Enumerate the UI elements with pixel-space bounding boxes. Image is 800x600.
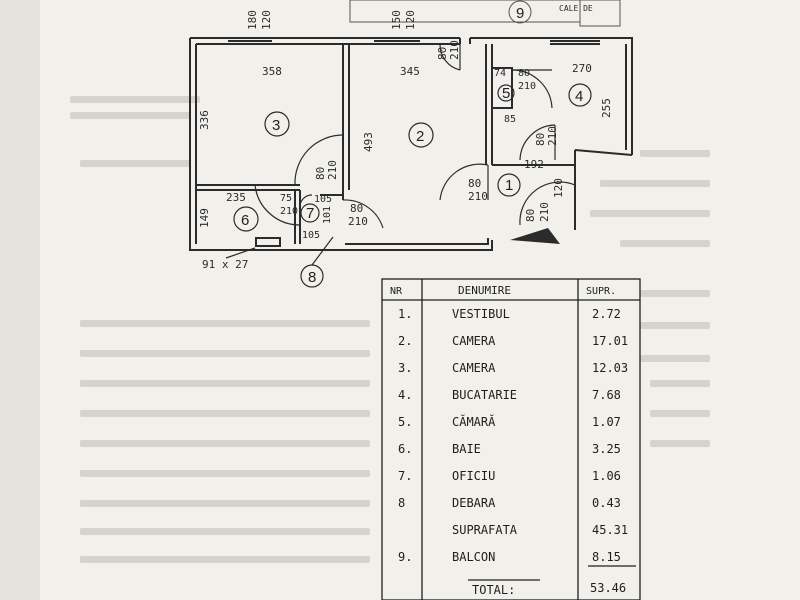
room-name: DEBARA (452, 496, 496, 510)
room-name: OFICIU (452, 469, 495, 483)
row-number: 5. (398, 415, 412, 429)
room-3-number: 3 (272, 117, 280, 134)
room-name: VESTIBUL (452, 307, 510, 321)
row-number: 2. (398, 334, 412, 348)
room-2-width: 345 (400, 65, 420, 78)
dim-label: 75 (280, 193, 292, 204)
room-area: 17.01 (592, 334, 628, 348)
dim-label: 210 (348, 215, 368, 228)
door-arcs (254, 43, 576, 229)
dim-label: 85 (504, 114, 516, 125)
room-6-height: 149 (198, 208, 211, 228)
total-label: TOTAL: (472, 583, 515, 597)
room-name: CAMERA (452, 334, 496, 348)
room-3-height: 336 (198, 110, 211, 130)
dim-label: 210 (546, 126, 559, 146)
room-6-width: 235 (226, 191, 246, 204)
room-area: 8.15 (592, 550, 621, 564)
dim-label: 210 (538, 202, 551, 222)
dim-label: 80 (518, 68, 530, 79)
row-number: 6. (398, 442, 412, 456)
dim-label: 74 (494, 68, 506, 79)
room-4-number: 4 (575, 88, 583, 105)
room-area: 12.03 (592, 361, 628, 375)
row-number: 1. (398, 307, 412, 321)
dim-label: 120 (260, 10, 273, 30)
entrance-arrow (510, 228, 560, 244)
dim-label: 192 (524, 158, 544, 171)
room-area: 45.31 (592, 523, 628, 537)
duct-size: 91 x 27 (202, 258, 248, 271)
room-8-number: 8 (308, 269, 316, 286)
room-4-height: 255 (600, 98, 613, 118)
room-7-number: 7 (306, 205, 314, 222)
dim-label: 105 (314, 194, 332, 205)
room-1-number: 1 (505, 177, 513, 194)
stamp-text: CALE DE (559, 4, 593, 13)
table-header: NR DENUMIRE SUPR. (390, 284, 616, 297)
room-name: BUCATARIE (452, 388, 517, 402)
dim-label: 210 (518, 81, 536, 92)
dim-label: 120 (552, 178, 565, 198)
area-table (381, 278, 641, 600)
dim-label: 80 (314, 167, 327, 180)
dim-label: 80 (534, 133, 547, 146)
room-2-number: 2 (416, 128, 424, 145)
room-5-number: 5 (502, 85, 510, 102)
room-name: BALCON (452, 550, 495, 564)
room-area: 2.72 (592, 307, 621, 321)
room-area: 7.68 (592, 388, 621, 402)
dim-label: 80 (524, 209, 537, 222)
room-name: BAIE (452, 442, 481, 456)
room-name: CĂMARĂ (452, 414, 496, 429)
dim-label: 180 (246, 10, 259, 30)
room-name: SUPRAFATA (452, 523, 518, 537)
row-number: 9. (398, 550, 412, 564)
dim-label: 120 (404, 10, 417, 30)
room-3-width: 358 (262, 65, 282, 78)
room-name: CAMERA (452, 361, 496, 375)
dimension-labels: 180 120 150 120 80 210 358 345 270 336 4… (198, 10, 613, 271)
row-number: 7. (398, 469, 412, 483)
row-number: 3. (398, 361, 412, 375)
dim-label: 210 (468, 190, 488, 203)
dim-label: 101 (322, 206, 333, 224)
room-2-height: 493 (362, 132, 375, 152)
room-area: 3.25 (592, 442, 621, 456)
room-4-width: 270 (572, 62, 592, 75)
walls (189, 37, 633, 251)
row-number: 4. (398, 388, 412, 402)
dim-label: 210 (326, 160, 339, 180)
header-supr: SUPR. (586, 286, 616, 297)
row-number: 8 (398, 496, 405, 510)
total-value: 53.46 (590, 581, 626, 595)
dim-label: 80 (350, 202, 363, 215)
room-area: 1.06 (592, 469, 621, 483)
room-area: 0.43 (592, 496, 621, 510)
dim-label: 210 (448, 40, 461, 60)
stamp: CALE DE (349, 0, 621, 27)
dim-label: 80 (468, 177, 481, 190)
header-denumire: DENUMIRE (458, 284, 511, 297)
room-markers (225, 83, 592, 288)
table-rows: 1. VESTIBUL 2.72 2. CAMERA 17.01 3. CAMERA 12.03… (398, 307, 628, 564)
header-nr: NR (390, 286, 403, 297)
dim-label: 150 (390, 10, 403, 30)
dim-label: 105 (302, 230, 320, 241)
room-6-number: 6 (241, 212, 249, 229)
dim-label: 210 (280, 206, 298, 217)
room-area: 1.07 (592, 415, 621, 429)
table-total: TOTAL: 53.46 (468, 565, 636, 597)
dim-label: 80 (436, 47, 449, 60)
room-9-number: 9 (516, 5, 524, 22)
